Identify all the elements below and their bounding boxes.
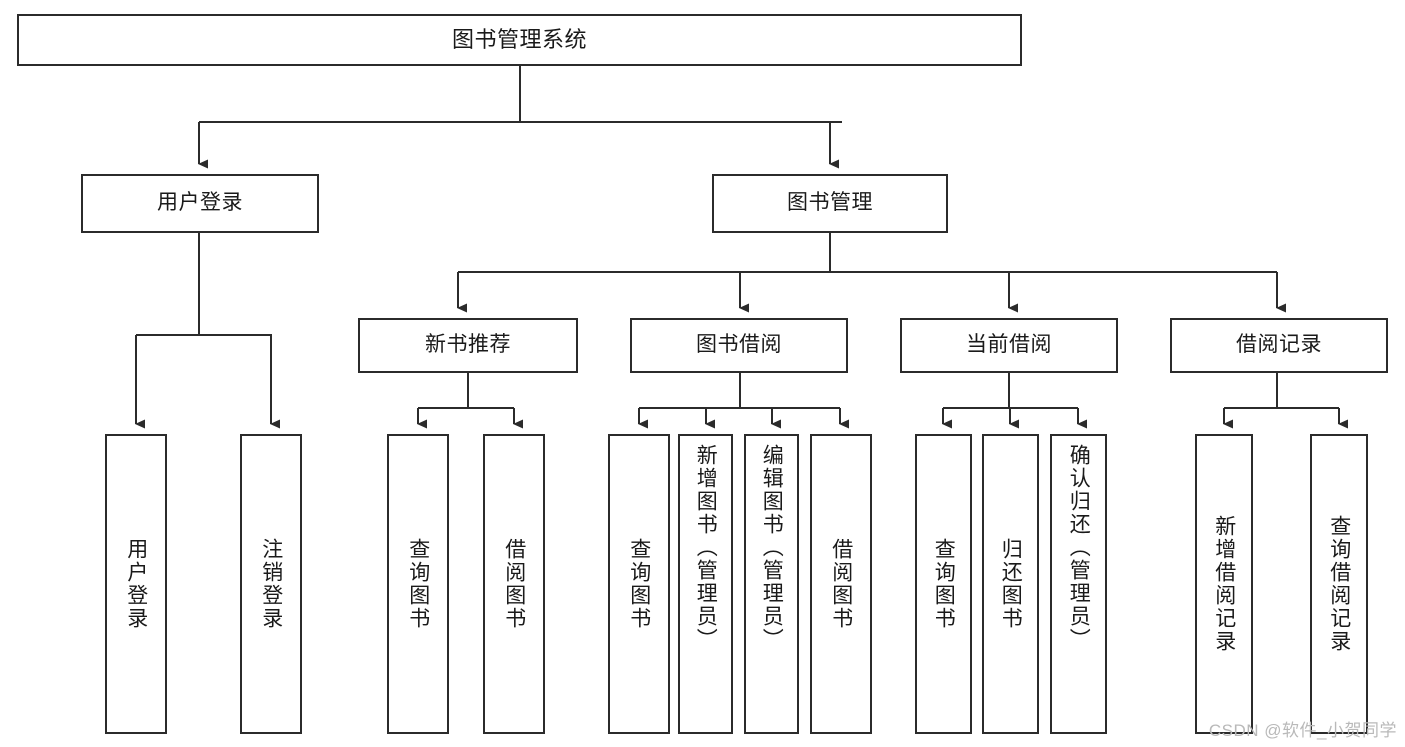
node-label: 用户登录 — [124, 538, 148, 630]
node-label: 借阅图书 — [502, 538, 526, 630]
node-leaf-borrow-book[interactable]: 借阅图书 — [810, 434, 872, 734]
node-leaf-query-book-rec[interactable]: 查询图书 — [387, 434, 449, 734]
node-label: 借阅图书 — [829, 538, 853, 630]
node-leaf-borrow-book-rec[interactable]: 借阅图书 — [483, 434, 545, 734]
node-leaf-logout[interactable]: 注销登录 — [240, 434, 302, 734]
watermark-text: CSDN @软件_小贺同学 — [1208, 721, 1397, 740]
node-leaf-query-book-borrow[interactable]: 查询图书 — [608, 434, 670, 734]
node-user-login[interactable]: 用户登录 — [81, 174, 319, 233]
node-label: 查询图书 — [932, 538, 956, 630]
node-label: 图书借阅 — [696, 333, 782, 357]
node-label: 归还图书 — [999, 538, 1023, 630]
node-leaf-confirm-return[interactable]: 确认归还（管理员） — [1050, 434, 1107, 734]
node-label: 用户登录 — [157, 191, 243, 215]
node-book-manage[interactable]: 图书管理 — [712, 174, 948, 233]
node-label: 当前借阅 — [966, 333, 1052, 357]
node-label: 图书管理 — [787, 191, 873, 215]
node-label: 借阅记录 — [1236, 333, 1322, 357]
node-label: 编辑图书（管理员） — [760, 444, 784, 651]
node-label: 图书管理系统 — [451, 27, 587, 53]
node-new-book-recommend[interactable]: 新书推荐 — [358, 318, 578, 373]
node-label: 新增图书（管理员） — [694, 444, 718, 651]
node-leaf-add-borrow-record[interactable]: 新增借阅记录 — [1195, 434, 1253, 734]
node-label: 查询图书 — [406, 538, 430, 630]
node-label: 新书推荐 — [425, 333, 511, 357]
node-leaf-edit-book[interactable]: 编辑图书（管理员） — [744, 434, 799, 734]
node-label: 新增借阅记录 — [1212, 515, 1236, 653]
node-label: 确认归还（管理员） — [1067, 444, 1091, 651]
node-root-system[interactable]: 图书管理系统 — [17, 14, 1022, 66]
node-leaf-query-book-current[interactable]: 查询图书 — [915, 434, 972, 734]
node-book-borrow[interactable]: 图书借阅 — [630, 318, 848, 373]
node-label: 查询借阅记录 — [1327, 515, 1351, 653]
node-current-borrow[interactable]: 当前借阅 — [900, 318, 1118, 373]
node-borrow-record[interactable]: 借阅记录 — [1170, 318, 1388, 373]
node-leaf-return-book[interactable]: 归还图书 — [982, 434, 1039, 734]
node-leaf-add-book[interactable]: 新增图书（管理员） — [678, 434, 733, 734]
node-leaf-query-borrow-record[interactable]: 查询借阅记录 — [1310, 434, 1368, 734]
node-leaf-user-login[interactable]: 用户登录 — [105, 434, 167, 734]
node-label: 注销登录 — [259, 538, 283, 630]
node-label: 查询图书 — [627, 538, 651, 630]
